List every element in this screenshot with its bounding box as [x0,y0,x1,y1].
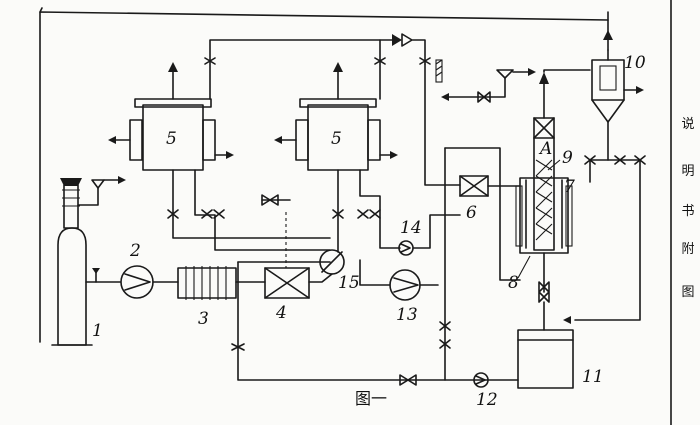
pipe-under-right-2 [359,169,401,249]
top-pipe-tanks [209,39,381,100]
valve-mid [261,194,279,206]
vent-arrow [528,68,536,76]
pipe-under-left-2 [194,169,331,251]
label-13: 13 [396,305,418,325]
pump-2: 2 [120,241,154,299]
tank-5-left: 5 [108,62,234,171]
label-8: 8 [508,273,519,293]
gas-cylinder-1: 1 [51,176,126,346]
label-hopper-A: A [538,139,552,159]
side-char-1: 说 [681,117,694,132]
valve-ul-1 [167,209,179,219]
pipe-to-10 [543,69,591,73]
side-annotation: 说 明 书 附 图 [681,117,694,300]
side-char-4: 附 [681,242,694,257]
valve-445-2 [439,339,451,349]
label-3: 3 [198,309,209,329]
mixer-4: 4 [264,267,310,323]
label-2: 2 [129,241,141,261]
tank-5-right: 5 [274,62,398,171]
valve-top-riser [419,57,431,65]
vent-fin-hatch [435,59,443,77]
vent-funnel [496,69,514,79]
pump-14: 14 [398,218,422,256]
valve-bottom [399,374,417,386]
exchanger-3: 3 [177,266,237,329]
label-11: 11 [582,367,604,387]
label-12: 12 [476,390,498,410]
valve-10-a [584,155,596,165]
valve-ur-1 [332,209,344,219]
valve-ur-3 [369,209,381,219]
label-5a: 5 [166,129,177,149]
valve-return [231,343,245,351]
valve-top-left [204,57,216,65]
flowmeter-15: 15 [319,249,360,293]
label-4: 4 [275,303,287,323]
pump-12: 12 [473,372,498,410]
label-15: 15 [338,273,360,293]
side-char-5: 图 [681,285,694,300]
arrow-into-11 [563,316,571,324]
pump-13: 13 [389,269,421,325]
pipe-to-13 [359,259,391,286]
valve-ul-3 [213,209,225,219]
pipe-to-6 [424,63,461,186]
valve-445-1 [439,321,451,331]
valve-top-right [374,57,386,65]
valve-10-c [634,155,646,165]
check-valve-top [392,34,402,46]
figure-caption: 图一 [355,389,387,408]
pipe-loop-6 [444,147,521,281]
tank-11: 11 [517,329,604,389]
valve-10-b [614,155,626,165]
valve-ul-2 [201,209,213,219]
side-char-2: 明 [681,164,694,179]
pipe-4-to-15 [308,273,333,283]
valve-reactor-bottom [538,281,550,303]
valve-top [401,33,426,65]
pipe-return-bottom [237,281,401,381]
outer-loop-corner [39,7,43,13]
label-14: 14 [400,218,422,238]
pipe-10-loop [574,159,641,321]
label-9: 9 [562,148,573,168]
label-10: 10 [624,53,646,73]
valve-ur-2 [357,209,369,219]
side-char-3: 书 [681,204,694,219]
pipe-under-left [172,169,331,239]
label-5b: 5 [331,129,342,149]
label-1: 1 [92,321,103,341]
vent-fin [435,59,443,83]
cyclone-10: 10 [591,30,646,161]
label-7: 7 [564,177,575,197]
vent-in-arrow [441,93,449,101]
pipe-vent [477,77,506,98]
reactor-column-7: A 7 9 8 [508,72,575,293]
label-6: 6 [466,203,477,223]
mixer-6: 6 [459,175,489,223]
